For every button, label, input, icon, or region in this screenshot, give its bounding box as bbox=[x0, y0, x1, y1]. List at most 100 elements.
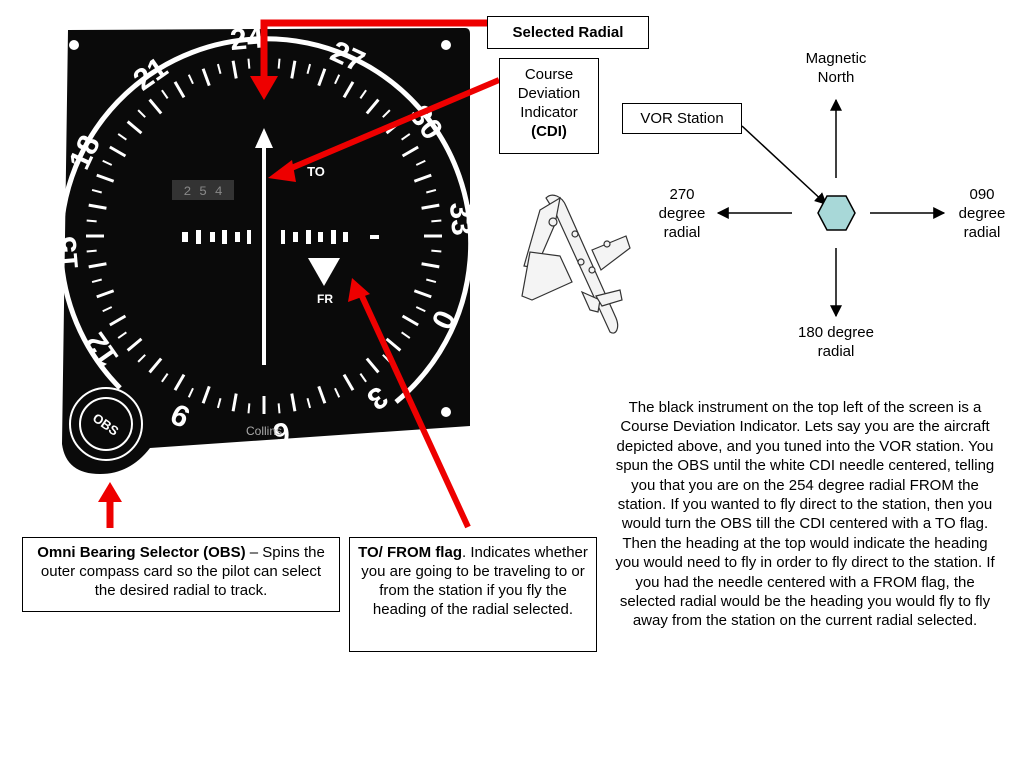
compass-tick bbox=[359, 373, 367, 383]
compass-tick bbox=[117, 331, 127, 339]
compass-number: 24 bbox=[229, 21, 265, 57]
compass-tick bbox=[401, 133, 411, 141]
compass-tick bbox=[88, 203, 107, 210]
radial-270-line: 270 bbox=[669, 186, 695, 203]
compass-tick bbox=[421, 203, 440, 210]
compass-tick bbox=[117, 133, 127, 141]
selected-course-pointer-icon bbox=[255, 128, 273, 148]
compass-tick bbox=[401, 331, 411, 339]
outer-ring bbox=[58, 36, 474, 404]
compass-tick bbox=[365, 98, 380, 115]
from-flag: FR bbox=[317, 292, 333, 306]
radial-090-label: 090 degree radial bbox=[944, 185, 1020, 242]
compass-tick bbox=[415, 159, 426, 166]
arrow-head-icon bbox=[268, 160, 296, 182]
compass-tick bbox=[382, 109, 391, 118]
to-flag: TO bbox=[307, 164, 325, 179]
compass-tick bbox=[96, 289, 115, 299]
compass-tick bbox=[148, 357, 163, 374]
compass-tick bbox=[231, 60, 238, 79]
compass-tick bbox=[334, 74, 341, 85]
compass-tick bbox=[413, 173, 432, 183]
obs-description-title: Omni Bearing Selector (OBS) bbox=[37, 544, 246, 561]
vor-station-label: VOR Station bbox=[622, 103, 742, 134]
readout-text: 2 5 4 bbox=[183, 184, 222, 199]
compass-tick bbox=[161, 373, 169, 383]
compass-tick bbox=[109, 314, 127, 327]
compass-tick bbox=[342, 81, 355, 99]
vor-station-hexagon-icon bbox=[817, 195, 856, 231]
selected-radial-arrow bbox=[260, 19, 488, 78]
compass-tick bbox=[102, 306, 113, 313]
cdi-label-line: Course bbox=[524, 66, 574, 83]
compass-number: 15 bbox=[49, 235, 85, 271]
compass-tick bbox=[247, 58, 251, 69]
magnetic-north-line: North bbox=[817, 69, 855, 86]
arrow-head-icon bbox=[98, 482, 122, 502]
radial-180-line: radial bbox=[817, 343, 855, 360]
airplane-icon bbox=[521, 194, 631, 334]
radial-090-line: 090 bbox=[969, 186, 995, 203]
compass-tick bbox=[187, 387, 194, 398]
compass-tick bbox=[173, 81, 186, 99]
heading-readout bbox=[172, 180, 234, 200]
compass-tick bbox=[413, 289, 432, 299]
compass-tick bbox=[91, 278, 102, 284]
compass-tick bbox=[421, 262, 440, 269]
magnetic-north-line: Magnetic bbox=[805, 50, 867, 67]
arrow-head-icon bbox=[250, 76, 278, 100]
compass-tick bbox=[431, 249, 442, 253]
compass-tick bbox=[88, 262, 107, 269]
compass-number: 33 bbox=[443, 201, 479, 237]
obs-description-box: Omni Bearing Selector (OBS) – Spins the … bbox=[22, 537, 340, 612]
magnetic-north-label: Magnetic North bbox=[786, 49, 886, 87]
mounting-screw-icon bbox=[69, 40, 79, 50]
radial-270-label: 270 degree radial bbox=[640, 185, 724, 242]
vor-pointer-arrow bbox=[741, 125, 827, 205]
compass-tick bbox=[401, 314, 419, 327]
cdi-arrow bbox=[280, 77, 501, 175]
compass-tick bbox=[148, 98, 163, 115]
compass-tick bbox=[401, 145, 419, 158]
arrow-head-icon bbox=[348, 278, 370, 302]
compass-tick bbox=[290, 60, 297, 79]
radial-270-line: degree bbox=[658, 205, 706, 222]
deviation-scale bbox=[182, 230, 379, 244]
compass-tick bbox=[201, 68, 211, 87]
compass-tick bbox=[161, 89, 169, 99]
compass-tick bbox=[96, 173, 115, 183]
compass-tick bbox=[91, 188, 102, 194]
selected-radial-label: Selected Radial bbox=[487, 16, 649, 49]
cdi-label: Course Deviation Indicator (CDI) bbox=[499, 58, 599, 154]
compass-tick bbox=[201, 385, 211, 404]
compass-tick bbox=[306, 398, 312, 409]
compass-tick bbox=[306, 63, 312, 74]
compass-tick bbox=[277, 403, 281, 414]
compass-tick bbox=[342, 373, 355, 391]
compass-tick bbox=[317, 68, 327, 87]
tofrom-description-title: TO/ FROM flag bbox=[358, 544, 462, 561]
compass-tick bbox=[359, 89, 367, 99]
compass-tick bbox=[277, 58, 281, 69]
compass-tick bbox=[126, 120, 143, 135]
compass-tick bbox=[334, 387, 341, 398]
cdi-label-line: Indicator bbox=[520, 104, 578, 121]
radial-090-line: degree bbox=[958, 205, 1006, 222]
compass-tick bbox=[126, 337, 143, 352]
compass-tick bbox=[385, 337, 402, 352]
cdi-label-line: (CDI) bbox=[531, 123, 567, 140]
compass-tick bbox=[86, 219, 97, 223]
compass-tick bbox=[137, 354, 146, 363]
compass-tick bbox=[247, 403, 251, 414]
compass-tick bbox=[231, 393, 238, 412]
compass-tick bbox=[426, 188, 437, 194]
mounting-screw-icon bbox=[441, 407, 451, 417]
cdi-label-line: Deviation bbox=[517, 85, 581, 102]
radial-090-line: radial bbox=[963, 224, 1001, 241]
compass-tick bbox=[431, 219, 442, 223]
callout-arrows bbox=[98, 19, 501, 529]
compass-tick bbox=[137, 109, 146, 118]
tofrom-description-text: . Indicates whether you are going to be … bbox=[361, 544, 588, 618]
